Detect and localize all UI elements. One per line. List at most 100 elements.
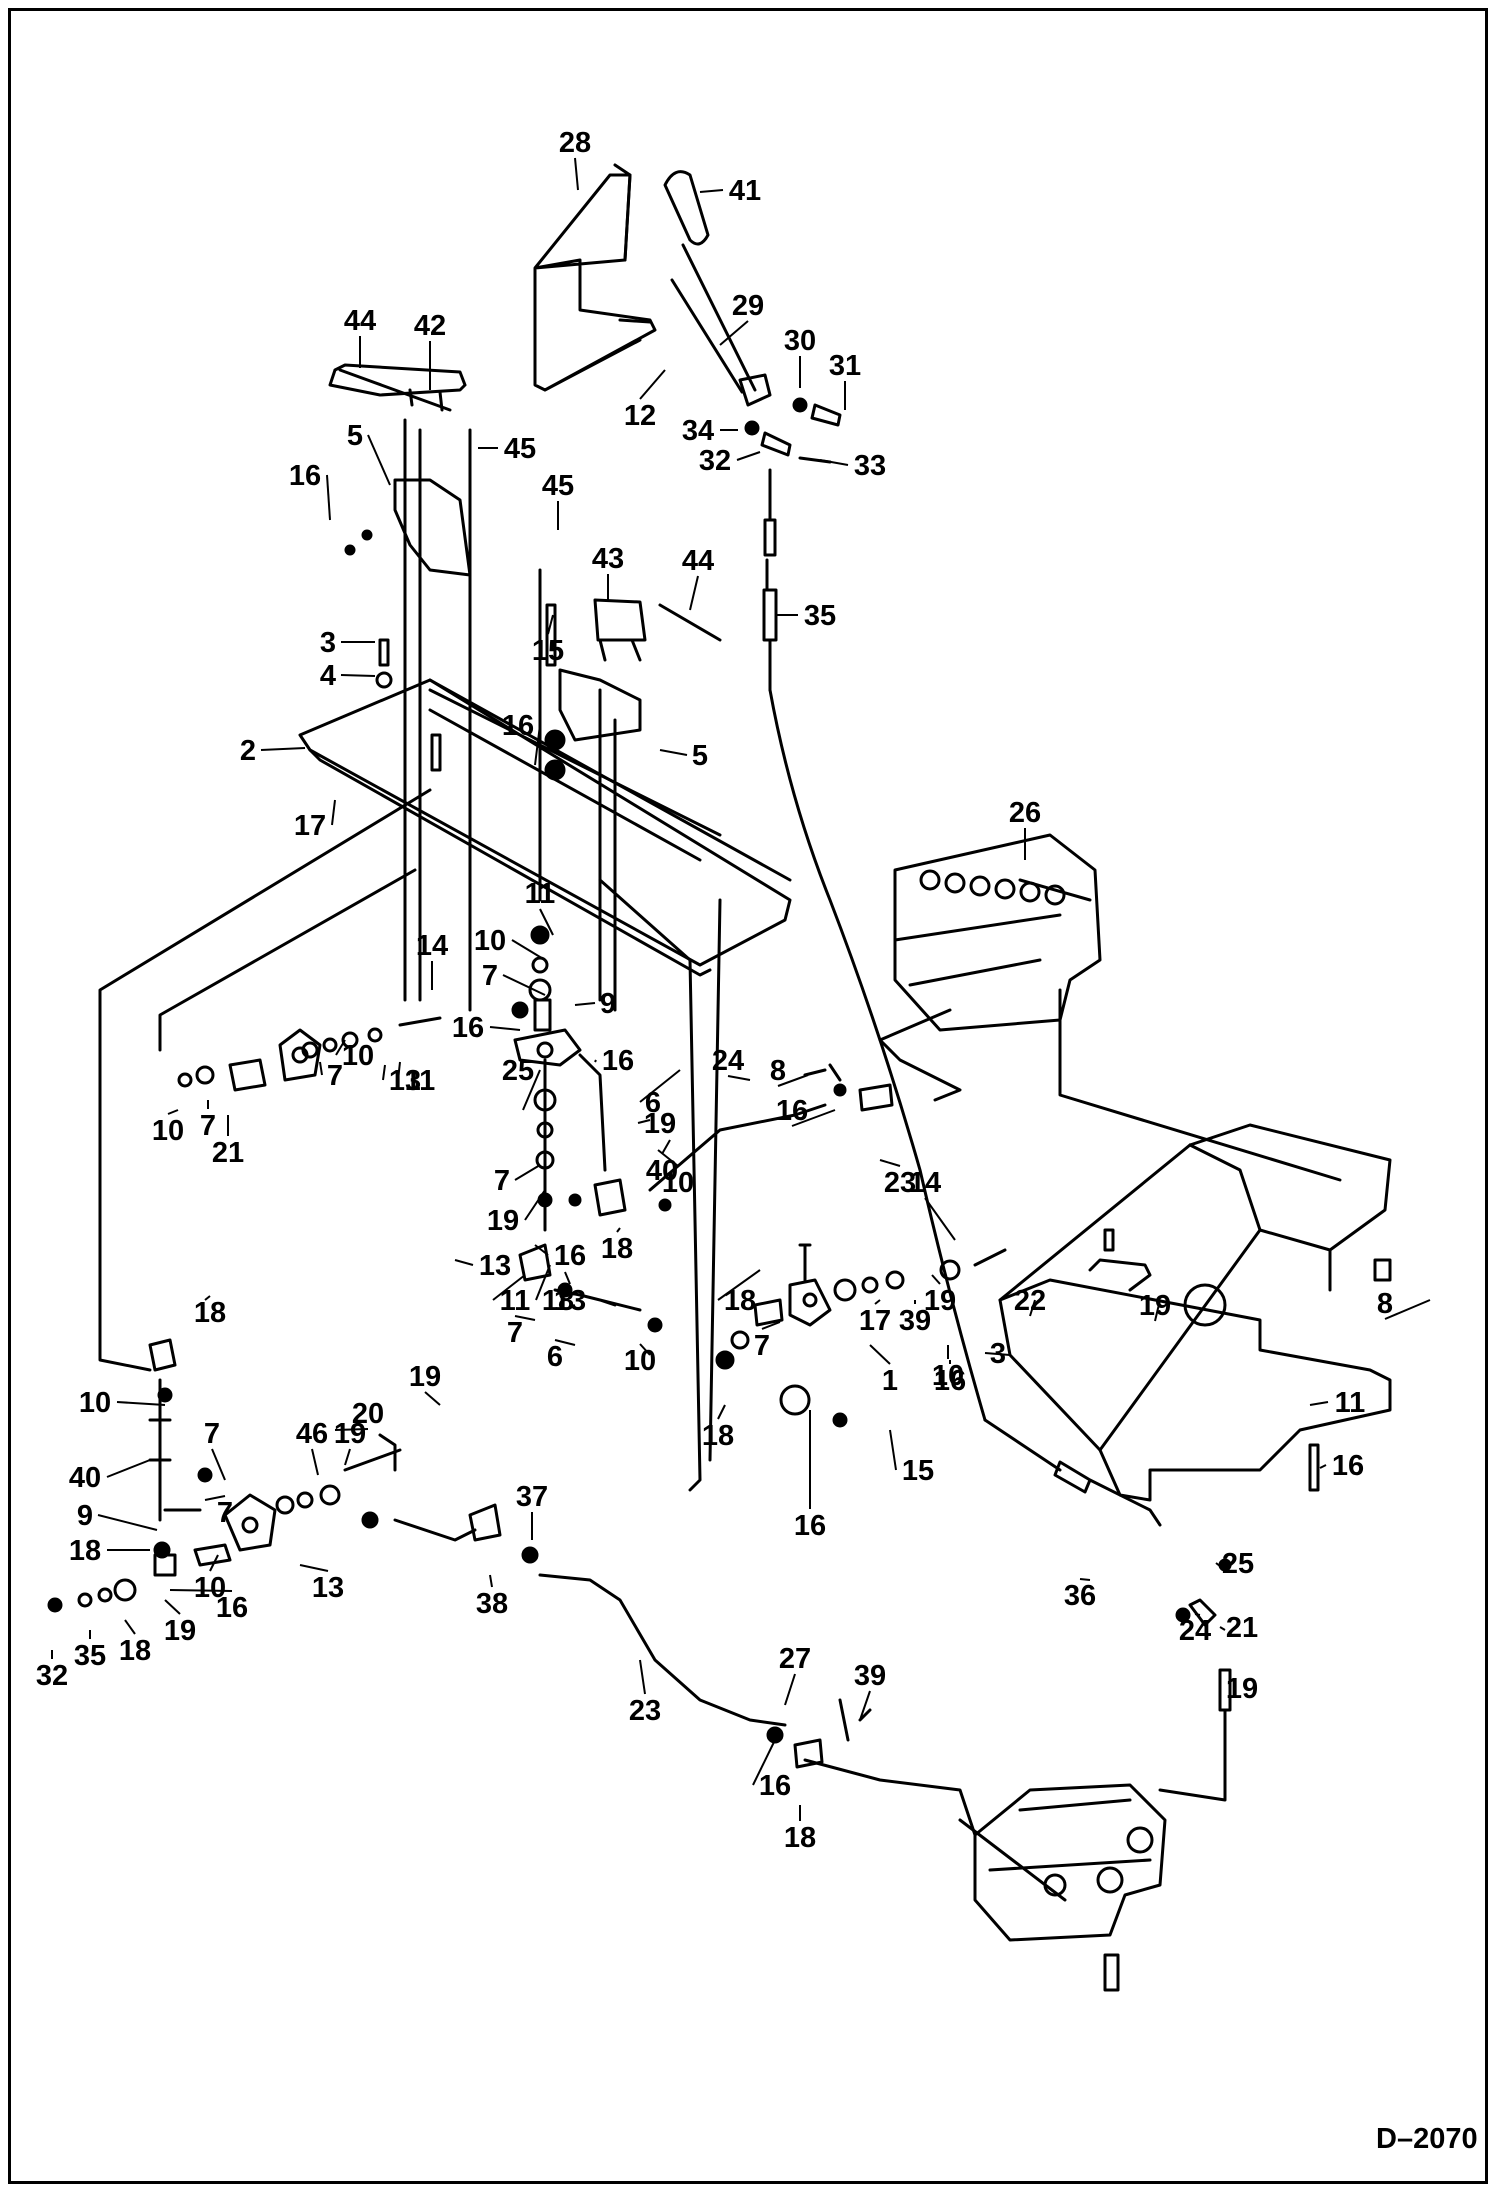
callout-16: 16 — [794, 1410, 826, 1542]
callout-number: 22 — [1014, 1285, 1046, 1317]
callout-16: 16 — [934, 1360, 966, 1397]
callout-number: 46 — [296, 1418, 328, 1450]
valve-27 — [973, 1783, 1167, 1942]
leader-line — [1384, 1299, 1431, 1320]
leader-line — [639, 1069, 681, 1103]
washer-11 — [530, 925, 550, 945]
leader-line — [761, 1321, 781, 1330]
callout-number: 30 — [784, 325, 816, 357]
callout-35: 35 — [775, 600, 836, 632]
callout-18: 18 — [601, 1227, 633, 1265]
washer-10d — [322, 1037, 338, 1053]
washer-16c — [544, 729, 566, 751]
leader-line — [879, 1159, 901, 1167]
callout-number: 44 — [682, 545, 714, 577]
callout-24: 24 — [712, 1045, 751, 1081]
callout-18: 18 — [194, 1295, 226, 1329]
callout-7: 7 — [494, 1164, 541, 1197]
plate-channel — [428, 688, 722, 862]
leader-line — [791, 1109, 836, 1127]
leader-line — [1029, 1299, 1036, 1317]
upper-bracket-panel — [533, 173, 657, 392]
washer-11b — [341, 1031, 359, 1049]
control-cable-lower — [983, 1418, 1162, 1527]
rod-end-18-d — [468, 1503, 502, 1542]
callout-40: 40 — [69, 1459, 151, 1494]
leader-line — [492, 1274, 526, 1301]
leader-line — [819, 459, 849, 466]
bolt-3b — [1103, 1228, 1115, 1252]
callout-number: 10 — [474, 925, 506, 957]
leader-line — [124, 1619, 136, 1635]
callout-number: 44 — [344, 305, 376, 337]
leader-line — [574, 1002, 596, 1006]
callout-number: 14 — [416, 930, 448, 962]
callout-number: 15 — [532, 635, 564, 667]
callout-16: 16 — [502, 710, 541, 766]
callout-number: 11 — [500, 1285, 531, 1317]
washer-16e — [511, 1001, 529, 1019]
callout-18: 18 — [784, 1805, 816, 1854]
callout-2: 2 — [240, 735, 306, 767]
callout-23: 23 — [629, 1659, 661, 1727]
callout-number: 8 — [770, 1055, 786, 1087]
callout-19: 19 — [487, 1189, 546, 1237]
leader-line — [489, 1574, 493, 1588]
callout-44: 44 — [344, 305, 376, 368]
leader-line — [1219, 1626, 1226, 1631]
callout-11: 11 — [1309, 1387, 1365, 1419]
lever-6-left — [278, 1028, 322, 1082]
leader-line — [539, 908, 554, 936]
callout-16: 16 — [1319, 1450, 1364, 1482]
callout-9: 9 — [574, 988, 616, 1020]
rod-end-18-e — [153, 1553, 177, 1577]
base-plate-1 — [998, 1278, 1392, 1502]
callout-number: 10 — [932, 1360, 964, 1392]
callout-28: 28 — [559, 127, 591, 191]
callout-number: 11 — [405, 1065, 436, 1097]
callout-15: 15 — [889, 1429, 934, 1487]
leader-line — [717, 1404, 726, 1420]
callout-10: 10 — [79, 1387, 166, 1419]
callout-number: 24 — [1179, 1615, 1211, 1647]
washer-16j — [832, 1412, 848, 1428]
valve-spool-cap — [994, 878, 1016, 900]
callout-number: 43 — [592, 543, 624, 575]
leader-line — [319, 1061, 323, 1076]
washer-16 — [361, 529, 373, 541]
leader-line — [547, 614, 554, 635]
leader-line — [637, 1119, 651, 1124]
rod-end-18-f — [779, 1384, 811, 1416]
callout-19: 19 — [637, 1108, 676, 1140]
hinge-bracket-43 — [593, 598, 647, 662]
callout-13: 13 — [554, 1271, 586, 1317]
control-cable-upper — [762, 468, 778, 692]
callout-number: 40 — [646, 1155, 678, 1187]
leader-line — [169, 1589, 233, 1592]
callout-number: 9 — [77, 1500, 93, 1532]
callout-number: 8 — [1377, 1288, 1393, 1320]
callout-number: 16 — [934, 1365, 966, 1397]
callout-10: 10 — [657, 1149, 694, 1199]
bracket-outline — [378, 1433, 397, 1472]
linkage-line-left-b — [158, 868, 417, 1052]
callout-number: 39 — [854, 1660, 886, 1692]
callout-number: 18 — [601, 1233, 633, 1265]
callout-35: 35 — [74, 1630, 106, 1672]
leader-line — [454, 1259, 474, 1266]
pin-24-25-a — [803, 1063, 842, 1082]
callout-3: 3 — [320, 627, 375, 659]
callout-7: 7 — [200, 1100, 216, 1142]
callout-number: 15 — [902, 1455, 934, 1487]
callout-number: 18 — [119, 1635, 151, 1667]
washer-19-b — [658, 1198, 672, 1212]
leader-line — [874, 1299, 881, 1305]
callout-11: 11 — [525, 878, 555, 936]
callout-number: 37 — [516, 1481, 548, 1513]
callout-number: 23 — [629, 1695, 661, 1727]
callout-29: 29 — [719, 290, 764, 346]
callout-number: 45 — [504, 433, 536, 465]
callout-number: 10 — [194, 1572, 226, 1604]
callout-number: 19 — [1226, 1673, 1258, 1705]
